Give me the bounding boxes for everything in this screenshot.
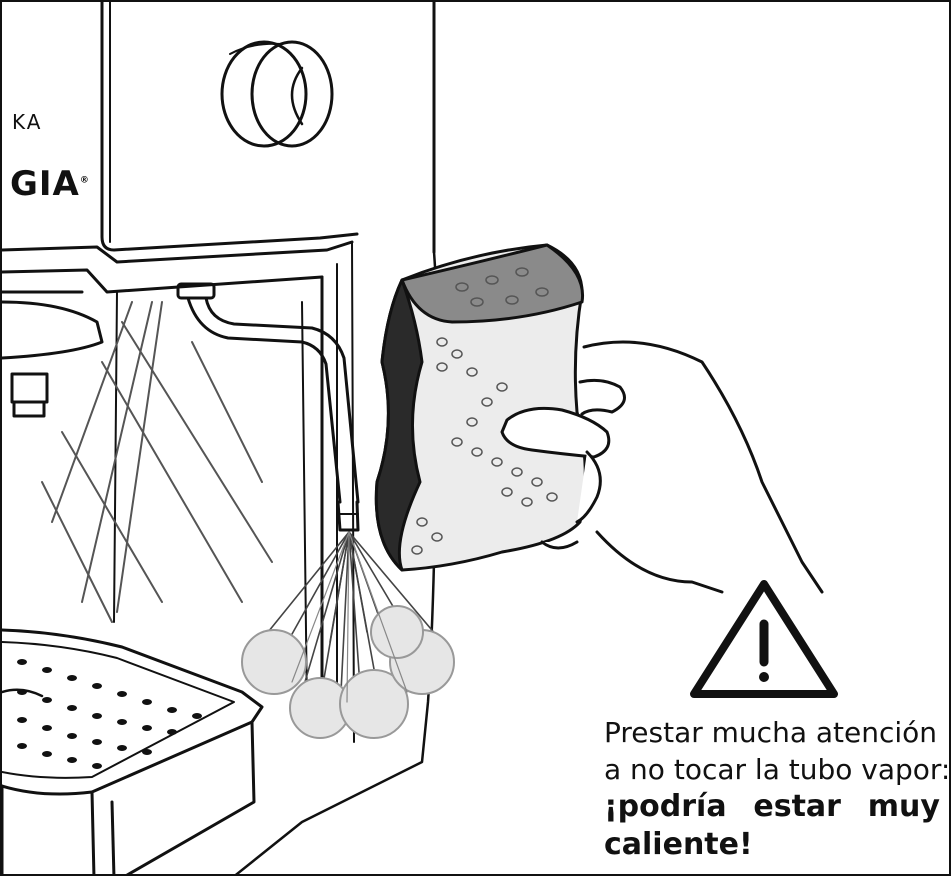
warning-message: Prestar mucha atención a no tocar la tub… xyxy=(604,714,951,864)
drip-tray-icon xyxy=(2,628,264,874)
registered-mark: ® xyxy=(79,175,90,186)
warning-triangle-icon xyxy=(690,580,838,698)
knob-icon xyxy=(220,40,334,148)
steam-cloud-icon xyxy=(241,531,455,739)
brand-logo-main: GIA® xyxy=(10,164,90,204)
warning-emphasis-word-2: estar xyxy=(753,789,841,824)
brand-logo-text: GIA xyxy=(10,164,80,204)
warning-line-1: Prestar mucha atención xyxy=(604,716,938,749)
brand-logo-top: KA xyxy=(12,110,43,134)
sponge-icon xyxy=(374,243,587,572)
warning-line-2: a no tocar la tubo vapor: xyxy=(604,753,951,786)
warning-emphasis-line-2: caliente! xyxy=(604,827,753,862)
steam-wand-icon xyxy=(176,282,360,532)
warning-emphasis-line-1: ¡podría estar muy xyxy=(604,788,940,826)
warning-emphasis-word-3: muy xyxy=(867,789,940,824)
hand-icon xyxy=(500,340,824,594)
water-stream-lines xyxy=(41,301,273,623)
warning-emphasis-word-1: ¡podría xyxy=(604,789,727,824)
